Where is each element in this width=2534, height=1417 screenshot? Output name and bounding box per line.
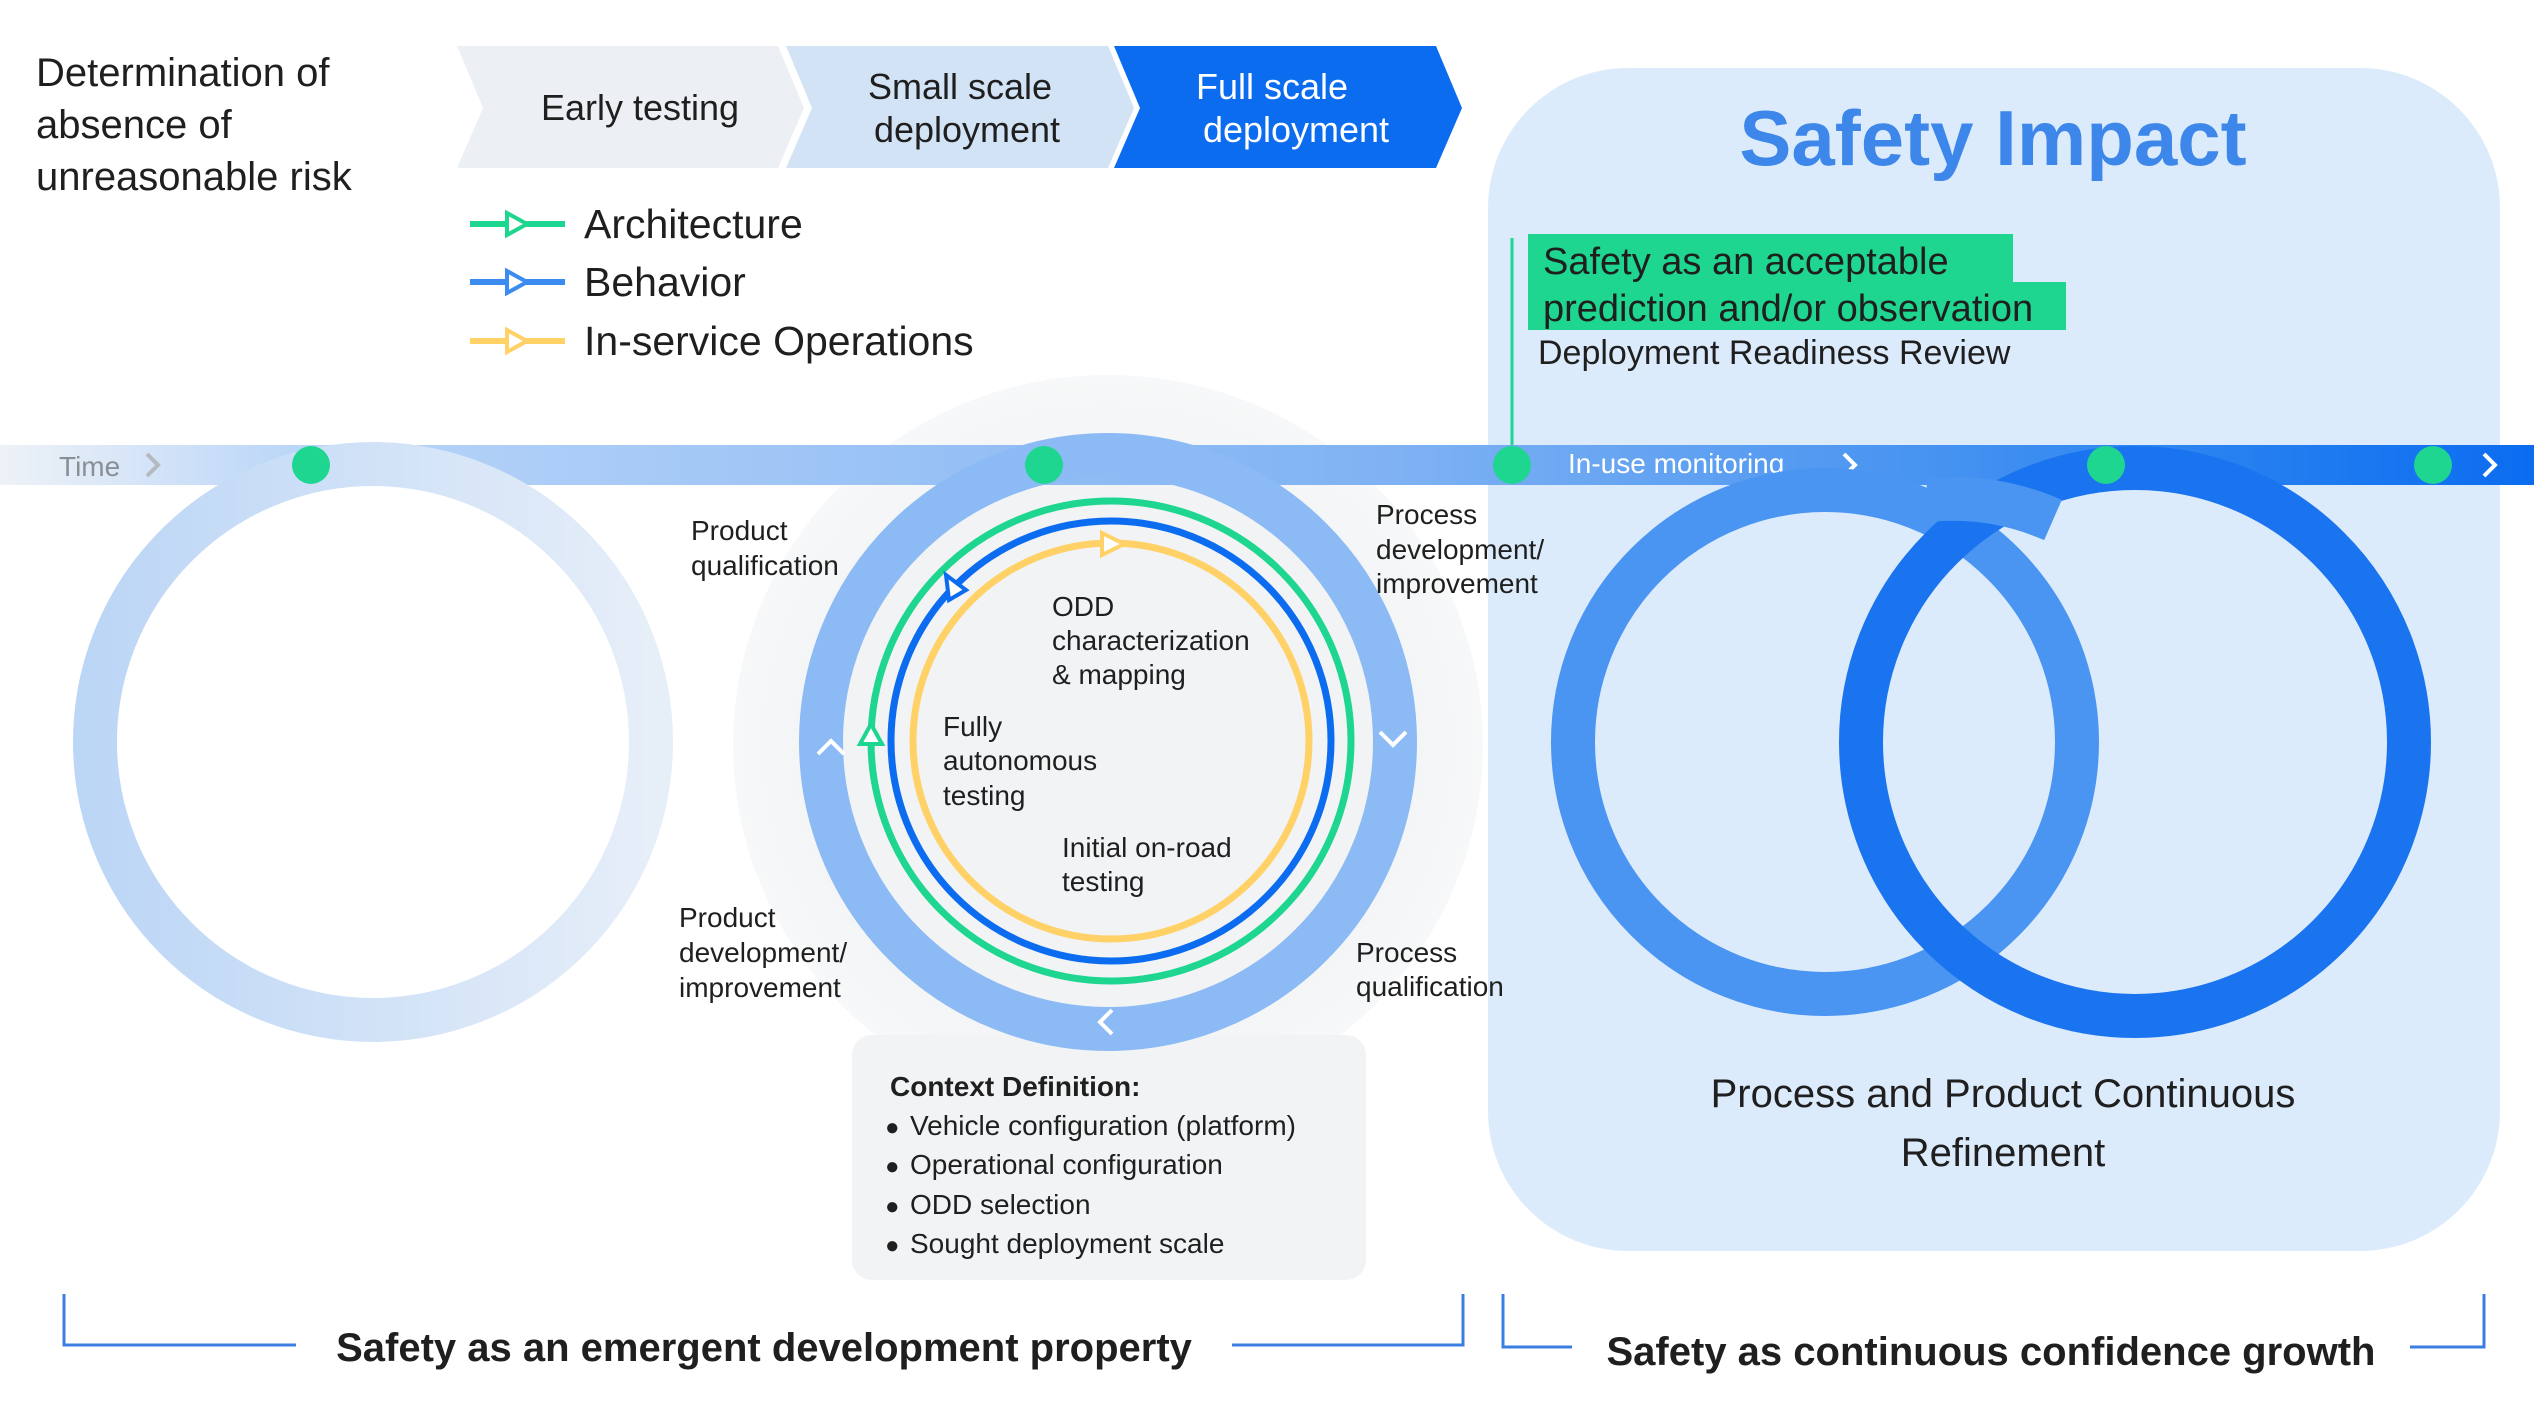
context-item-1: Vehicle configuration (platform) <box>910 1110 1296 1141</box>
legend-arrow-icon <box>505 267 532 297</box>
product-development-line-2: development/ <box>679 937 847 968</box>
onroad-label-line-1: Initial on-road <box>1062 832 1232 863</box>
legend-label: Behavior <box>584 259 746 305</box>
chevron-down-icon <box>1378 730 1408 748</box>
milestone-dot <box>1025 446 1063 484</box>
readiness-review-label: Deployment Readiness Review <box>1538 334 2011 372</box>
ring-overlap <box>1925 476 2062 541</box>
chevron-right-icon <box>2482 452 2498 478</box>
refinement-line-2: Refinement <box>1901 1131 2106 1175</box>
product-qualification-line-1: Product <box>691 515 788 546</box>
product-qualification-line-2: qualification <box>691 550 839 581</box>
product-development-line-3: improvement <box>679 972 841 1003</box>
refinement-line-1: Process and Product Continuous <box>1711 1072 2296 1116</box>
process-development-line-2: development/ <box>1376 534 1544 565</box>
highlight-line-1: Safety as an acceptable <box>1543 241 1949 283</box>
legend-in-service: In-service Operations <box>470 318 974 364</box>
legend-arrow-icon <box>505 326 532 356</box>
legend-arrow-icon <box>505 209 532 239</box>
right-bracket-label: Safety as continuous confidence growth <box>1607 1330 2376 1374</box>
autonomous-label-line-2: autonomous <box>943 745 1097 776</box>
context-item-3: ODD selection <box>910 1189 1091 1220</box>
odd-label-line-1: ODD <box>1052 591 1114 622</box>
behavior-arrow-icon <box>943 570 970 604</box>
legend-label: Architecture <box>584 201 803 247</box>
odd-label-line-3: & mapping <box>1052 659 1186 690</box>
context-bullet: ● <box>885 1193 900 1220</box>
milestone-dot <box>1493 446 1531 484</box>
in-use-monitoring-label: In-use monitoring <box>1568 448 1784 479</box>
legend-behavior: Behavior <box>470 259 746 305</box>
product-development-line-1: Product <box>679 902 776 933</box>
phase-early-line-1: Early testing <box>541 87 739 128</box>
autonomous-label-line-1: Fully <box>943 711 1002 742</box>
phase-small-line-1: Small scale <box>868 66 1052 107</box>
odd-label-line-2: characterization <box>1052 625 1250 656</box>
phase-small-line-2: deployment <box>874 109 1060 150</box>
early-cycle-ring <box>73 442 673 1042</box>
legend-architecture: Architecture <box>470 201 803 247</box>
chevron-right-icon <box>145 452 161 478</box>
process-development-line-3: improvement <box>1376 568 1538 599</box>
process-qualification-line-1: Process <box>1356 937 1457 968</box>
left-bracket-label-bg <box>296 1320 1232 1372</box>
milestone-dot <box>292 446 330 484</box>
process-refinement-ring <box>1551 468 2099 1016</box>
title-line-3: unreasonable risk <box>36 155 353 199</box>
time-label: Time <box>59 451 120 482</box>
chevron-left-icon <box>1097 1008 1114 1036</box>
context-bullet: ● <box>885 1153 900 1180</box>
cycle-backdrop <box>733 375 1483 1115</box>
process-qualification-line-2: qualification <box>1356 971 1504 1002</box>
architecture-arrow-icon <box>856 719 886 746</box>
phase-chevron-small <box>786 46 1134 168</box>
highlight-line-2: prediction and/or observation <box>1543 288 2033 330</box>
process-development-line-1: Process <box>1376 499 1477 530</box>
behavior-ring <box>887 517 1335 965</box>
context-title: Context Definition: <box>890 1071 1140 1102</box>
onroad-label-line-2: testing <box>1062 866 1145 897</box>
context-bullet: ● <box>885 1114 900 1141</box>
context-item-4: Sought deployment scale <box>910 1228 1224 1259</box>
context-bullet: ● <box>885 1232 900 1259</box>
right-bracket-label-bg <box>1572 1322 2410 1374</box>
context-item-2: Operational configuration <box>910 1149 1223 1180</box>
highlight-box-line2 <box>1528 282 2066 330</box>
milestone-dot <box>2087 446 2125 484</box>
phase-chevron-full <box>1114 46 1462 168</box>
phase-full-line-2: deployment <box>1203 109 1389 150</box>
milestone-dot <box>2414 446 2452 484</box>
highlight-box-line1 <box>1528 234 2013 286</box>
context-box <box>852 1035 1366 1280</box>
left-bracket-label: Safety as an emergent development proper… <box>336 1326 1193 1370</box>
safety-impact-panel <box>1488 68 2500 1251</box>
autonomous-label-line-3: testing <box>943 780 1026 811</box>
product-refinement-ring <box>1839 446 2431 1038</box>
phase-chevron-early <box>457 46 804 168</box>
safety-impact-heading: Safety Impact <box>1739 94 2246 182</box>
phase-full-line-1: Full scale <box>1196 66 1348 107</box>
chevron-up-icon <box>816 738 846 756</box>
legend-label: In-service Operations <box>584 318 974 364</box>
title-line-1: Determination of <box>36 51 330 95</box>
title-line-2: absence of <box>36 103 233 147</box>
in-service-arrow-icon <box>1100 529 1129 559</box>
